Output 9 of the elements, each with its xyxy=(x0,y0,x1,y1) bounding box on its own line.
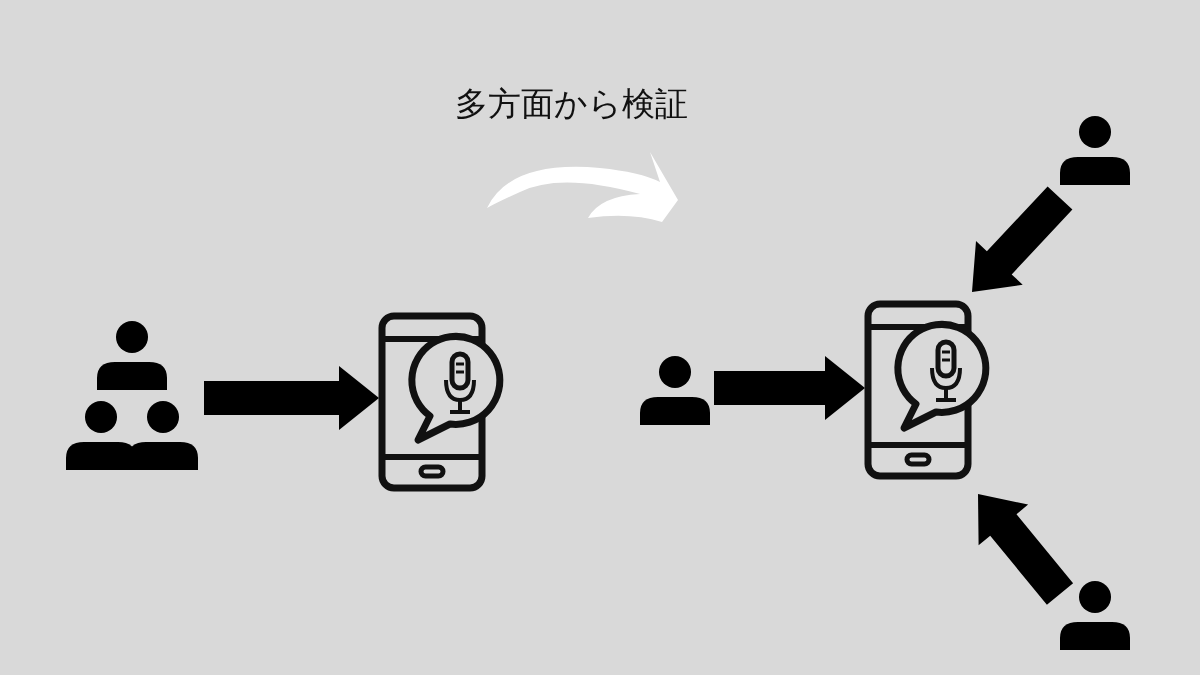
person-icon xyxy=(1060,115,1130,185)
people-icon xyxy=(66,320,198,470)
heading-text: 多方面から検証 xyxy=(455,83,688,125)
arrow xyxy=(204,366,379,430)
arrow xyxy=(978,494,1074,605)
person-icon xyxy=(640,355,710,425)
person-icon xyxy=(1060,580,1130,650)
arrow xyxy=(714,356,865,420)
arrow xyxy=(972,186,1073,292)
